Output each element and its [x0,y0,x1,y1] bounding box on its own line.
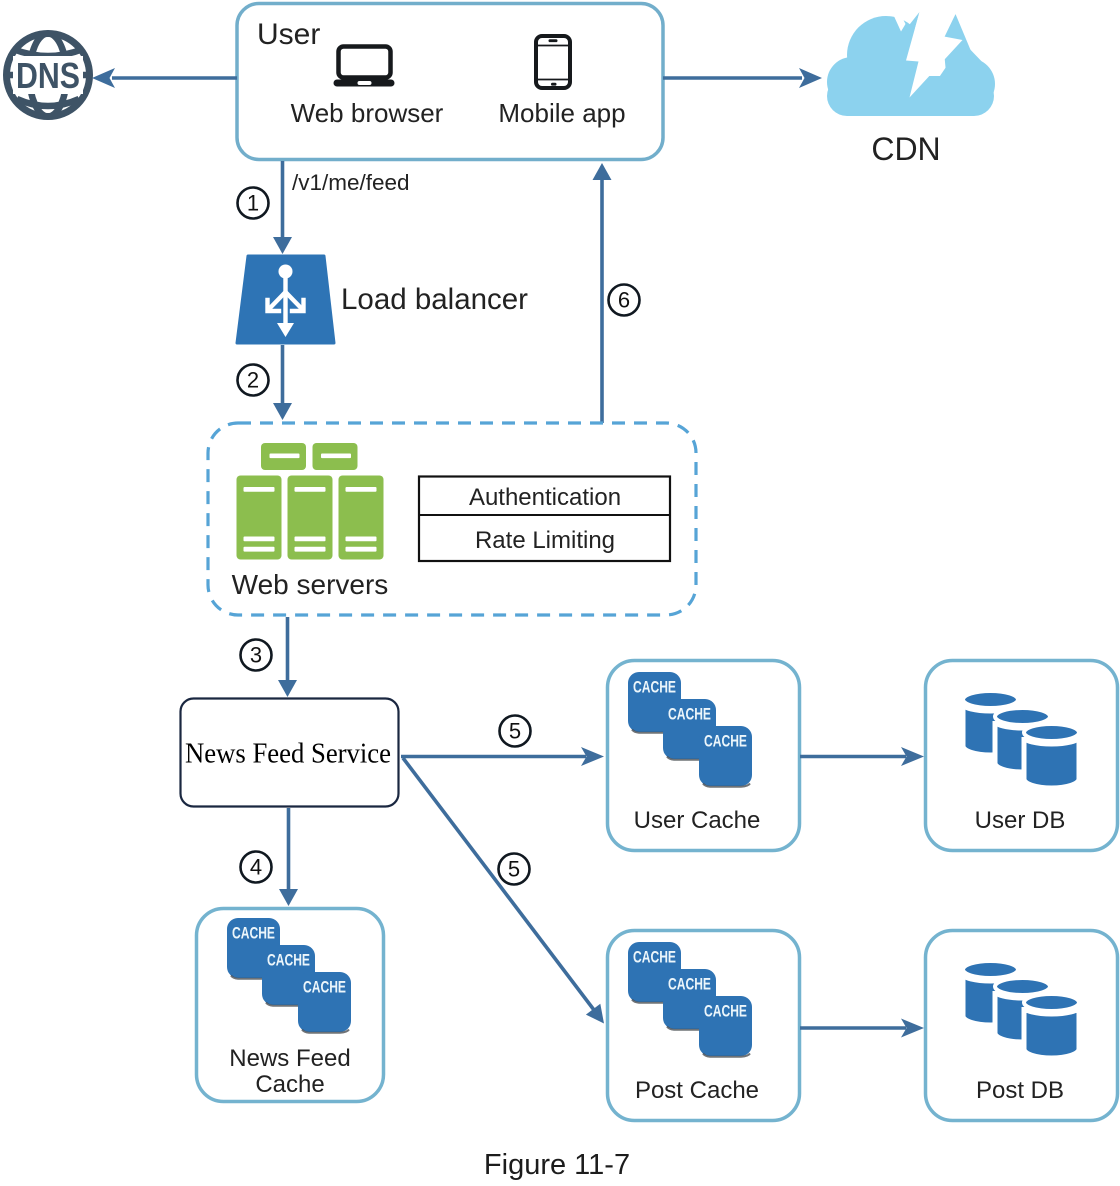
svg-text:Post Cache: Post Cache [635,1077,759,1104]
svg-text:CACHE: CACHE [704,1003,747,1021]
svg-text:Load balancer: Load balancer [341,283,528,316]
svg-text:1: 1 [247,191,259,216]
svg-text:Web servers: Web servers [232,569,389,600]
svg-text:2: 2 [247,368,259,393]
svg-text:CACHE: CACHE [704,733,747,751]
svg-text:Authentication: Authentication [469,484,621,511]
svg-text:CDN: CDN [871,131,940,167]
svg-text:CACHE: CACHE [668,976,711,994]
svg-text:User: User [257,18,320,51]
svg-text:News Feed Service: News Feed Service [185,739,391,770]
svg-text:Figure 11-7: Figure 11-7 [484,1149,630,1181]
svg-text:News Feed: News Feed [229,1045,350,1072]
svg-text:6: 6 [618,288,630,313]
svg-text:5: 5 [509,719,521,744]
svg-text:CACHE: CACHE [303,979,346,997]
svg-text:CACHE: CACHE [267,952,310,970]
svg-text:3: 3 [250,643,262,668]
svg-text:Cache: Cache [255,1071,324,1098]
svg-text:CACHE: CACHE [668,706,711,724]
svg-text:CACHE: CACHE [633,949,676,967]
svg-text:User Cache: User Cache [634,807,761,834]
svg-text:4: 4 [250,855,262,880]
svg-text:Web browser: Web browser [291,98,444,128]
svg-text:Mobile app: Mobile app [498,98,625,128]
svg-text:CACHE: CACHE [633,679,676,697]
svg-text:Post DB: Post DB [976,1077,1064,1104]
svg-text:Rate Limiting: Rate Limiting [475,527,615,554]
svg-text:CACHE: CACHE [232,925,275,943]
svg-text:User DB: User DB [975,807,1066,834]
svg-text:5: 5 [508,857,520,882]
svg-text:/v1/me/feed: /v1/me/feed [292,170,410,195]
svg-text:DNS: DNS [16,55,80,96]
